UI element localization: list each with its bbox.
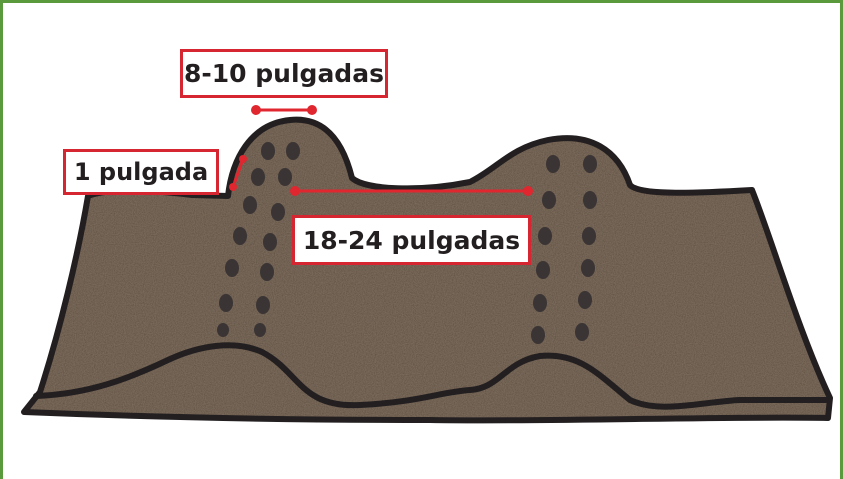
seed [254, 323, 266, 337]
planting-depth-label: 1 pulgada [63, 149, 219, 195]
seed [286, 142, 300, 160]
seed [542, 191, 556, 209]
seed [233, 227, 247, 245]
seed [583, 155, 597, 173]
seed [261, 142, 275, 160]
seed [581, 259, 595, 277]
row-width-label: 8-10 pulgadas [180, 49, 388, 98]
seed [217, 323, 229, 337]
seed [219, 294, 233, 312]
seed [271, 203, 285, 221]
seed [538, 227, 552, 245]
seed [578, 291, 592, 309]
seed [263, 233, 277, 251]
row-spacing-text: 18-24 pulgadas [303, 226, 520, 255]
seed [533, 294, 547, 312]
seed [256, 296, 270, 314]
row-spacing-label: 18-24 pulgadas [292, 215, 531, 265]
seed [575, 323, 589, 341]
seed [546, 155, 560, 173]
seed [225, 259, 239, 277]
seed [531, 326, 545, 344]
seed [260, 263, 274, 281]
planting-depth-text: 1 pulgada [74, 158, 208, 186]
seed [251, 168, 265, 186]
seed [243, 196, 257, 214]
row-width-dimension [251, 105, 317, 115]
seed [582, 227, 596, 245]
seed [278, 168, 292, 186]
seed [583, 191, 597, 209]
row-width-text: 8-10 pulgadas [184, 59, 384, 88]
seed [536, 261, 550, 279]
